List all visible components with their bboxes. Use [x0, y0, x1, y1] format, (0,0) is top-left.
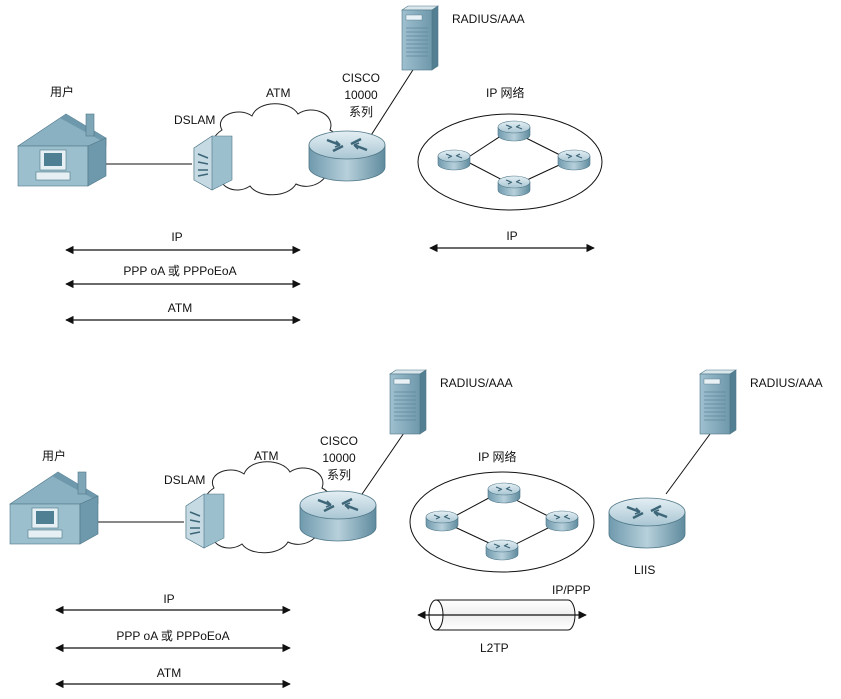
router-label-line3: 系列 — [327, 468, 351, 482]
user-house-icon — [9, 471, 99, 545]
lns-label: LIIS — [634, 563, 655, 577]
ip-network-label: IP 网络 — [478, 449, 516, 464]
atm-arrow-label: ATM — [157, 666, 181, 680]
atm-cloud-label: ATM — [254, 449, 278, 463]
user-house-icon — [17, 113, 107, 187]
ip-router-icon — [497, 175, 531, 197]
tunnel-bottom-label: L2TP — [480, 641, 509, 655]
ip-network-ellipse — [417, 113, 603, 211]
ip-router-icon — [485, 539, 519, 561]
ip-router-icon — [437, 149, 471, 171]
lns-router-icon — [607, 496, 687, 550]
tunnel-top-label: IP/PPP — [552, 583, 591, 597]
ip-arrow-label: IP — [163, 592, 174, 606]
ip-arrow-label: IP — [171, 230, 182, 244]
user-label: 用户 — [42, 448, 66, 463]
radius-server-icon — [389, 369, 427, 435]
link-router-radius — [357, 429, 407, 501]
user-label: 用户 — [50, 84, 74, 99]
top-diagram: 用户 DSLAM ATM CISCO 10000 系列 RADIUS/AAA I… — [17, 5, 603, 325]
ip-network-ellipse — [409, 471, 595, 573]
ppp-arrow-label: PPP oA 或 PPPoEoA — [116, 629, 229, 643]
dslam-label: DSLAM — [164, 473, 205, 487]
ip-router-icon — [545, 510, 579, 532]
atm-cloud-label: ATM — [266, 86, 290, 100]
link-lns-radius — [665, 433, 711, 495]
ip-router-icon — [497, 120, 531, 142]
atm-arrow-label: ATM — [168, 301, 192, 315]
ppp-arrow-label: PPP oA 或 PPPoEoA — [123, 264, 236, 278]
router-label-line3: 系列 — [349, 105, 373, 119]
radius-server-icon — [401, 5, 439, 71]
router-label-line1: CISCO — [342, 71, 380, 85]
radius2-label: RADIUS/AAA — [750, 376, 823, 390]
ip-right-arrow-label: IP — [506, 229, 517, 243]
cisco-router-icon — [298, 489, 378, 543]
ip-router-icon — [557, 149, 591, 171]
l2tp-tunnel — [417, 599, 587, 631]
cisco-router-icon — [307, 129, 387, 183]
radius-server-2-icon — [699, 369, 737, 435]
dslam-icon — [185, 493, 225, 549]
ip-router-icon — [487, 482, 521, 504]
ip-router-icon — [425, 510, 459, 532]
router-label-line2: 10000 — [344, 88, 378, 102]
dslam-icon — [193, 135, 233, 191]
radius-label: RADIUS/AAA — [452, 12, 525, 26]
link-router-radius — [367, 61, 419, 141]
router-label-line2: 10000 — [322, 451, 356, 465]
ip-network-label: IP 网络 — [486, 85, 524, 100]
bottom-diagram: 用户 DSLAM ATM CISCO 10000 系列 RADIUS/AAA R… — [9, 369, 823, 689]
radius-label: RADIUS/AAA — [440, 376, 513, 390]
router-label-line1: CISCO — [320, 434, 358, 448]
dslam-label: DSLAM — [174, 113, 215, 127]
